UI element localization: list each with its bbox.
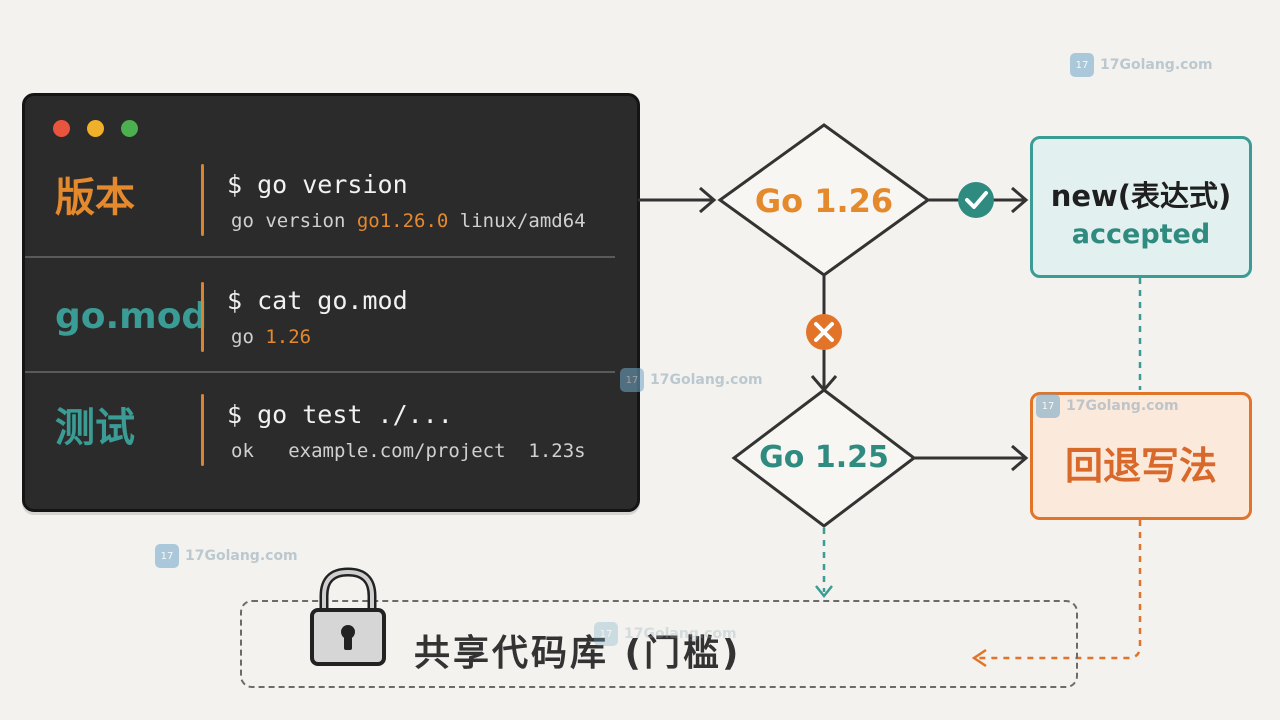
row-divider-bar (201, 164, 204, 236)
row-label-version: 版本 (55, 175, 135, 221)
maximize-dot-icon (121, 120, 138, 137)
watermark-logo-icon: 17 (594, 622, 618, 646)
accepted-subtitle: accepted (1071, 219, 1211, 250)
watermark: 17 17Golang.com (1036, 394, 1179, 418)
watermark-logo-icon: 17 (1070, 53, 1094, 77)
decision-go125-diamond (731, 388, 917, 528)
row-label-test: 测试 (55, 405, 135, 451)
watermark: 17 17Golang.com (594, 622, 737, 646)
watermark: 17 17Golang.com (1070, 53, 1213, 77)
minimize-dot-icon (87, 120, 104, 137)
padlock-icon (310, 567, 386, 666)
watermark-logo-icon: 17 (155, 544, 179, 568)
arrowhead-icon (1011, 186, 1029, 214)
decision-go126-label: Go 1.26 (754, 182, 894, 220)
fallback-box: 回退写法 (1030, 392, 1252, 520)
watermark: 17 17Golang.com (155, 544, 298, 568)
command-go-version: $ go version (227, 170, 408, 199)
row-separator (25, 256, 615, 258)
output-go-test: ok example.com/project 1.23s (231, 440, 586, 462)
shared-codebase-box (240, 600, 1078, 688)
watermark: 17 17Golang.com (620, 368, 763, 392)
arrowhead-icon (1011, 444, 1029, 472)
decision-go125-label: Go 1.25 (759, 440, 889, 475)
row-separator (25, 371, 615, 373)
close-dot-icon (53, 120, 70, 137)
accepted-title: new(表达式) (1050, 179, 1232, 213)
shared-codebase-label: 共享代码库 (门槛) (414, 633, 742, 674)
terminal-panel: 版本 $ go version go version go1.26.0 linu… (22, 93, 640, 512)
row-divider-bar (201, 394, 204, 466)
arrowhead-icon (971, 648, 987, 668)
accepted-box: new(表达式) accepted (1030, 136, 1252, 278)
row-label-gomod: go.mod (55, 296, 208, 337)
command-go-test: $ go test ./... (227, 400, 453, 429)
check-circle-icon (958, 182, 994, 218)
fallback-label: 回退写法 (1064, 444, 1217, 488)
dashed-link-fallback-to-shared (978, 520, 1142, 660)
arrowhead-icon (815, 585, 833, 599)
watermark-logo-icon: 17 (620, 368, 644, 392)
output-cat-gomod: go 1.26 (231, 326, 312, 348)
output-go-version: go version go1.26.0 linux/amd64 (231, 210, 586, 232)
row-divider-bar (201, 282, 204, 352)
arrowhead-icon (699, 186, 717, 214)
watermark-logo-icon: 17 (1036, 394, 1060, 418)
command-cat-gomod: $ cat go.mod (227, 286, 408, 315)
x-circle-icon (806, 314, 842, 350)
